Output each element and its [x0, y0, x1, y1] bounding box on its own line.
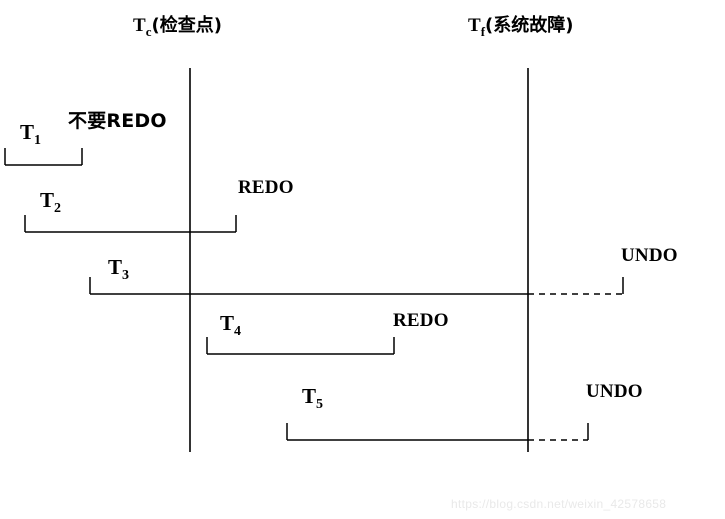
axis-base-letter: T — [468, 15, 481, 36]
action-label-t2-redo: REDO — [238, 177, 294, 198]
transaction-subscript: 1 — [34, 133, 42, 149]
transaction-label-t3: T3 — [108, 257, 129, 283]
transaction-subscript: 5 — [316, 397, 324, 413]
transaction-subscript: 4 — [234, 324, 242, 340]
watermark: https://blog.csdn.net/weixin_42578658 — [451, 497, 667, 511]
transaction-label-t1: T1 — [20, 122, 41, 148]
action-label-t1-no-redo: 不要REDO — [68, 110, 167, 132]
transaction-base-letter: T — [40, 188, 55, 212]
axis-base-letter: T — [133, 15, 146, 36]
action-label-t3-undo: UNDO — [621, 245, 678, 266]
transaction-subscript: 2 — [54, 201, 62, 217]
axis-title-checkpoint: Tc(检查点) — [133, 16, 222, 38]
transaction-label-t4: T4 — [220, 313, 241, 339]
transaction-base-letter: T — [220, 311, 235, 335]
transaction-label-t5: T5 — [302, 386, 323, 412]
axis-title-failure: Tf(系统故障) — [468, 16, 573, 38]
axis-subscript: c — [145, 23, 152, 39]
transaction-base-letter: T — [20, 120, 35, 144]
transaction-subscript: 3 — [122, 268, 130, 284]
action-label-t5-undo: UNDO — [586, 381, 643, 402]
transaction-base-letter: T — [302, 384, 317, 408]
axis-paren-text: (检查点) — [151, 15, 222, 36]
axis-paren-text: (系统故障) — [485, 15, 574, 36]
action-label-t4-redo: REDO — [393, 310, 449, 331]
transaction-base-letter: T — [108, 255, 123, 279]
transaction-label-t2: T2 — [40, 190, 61, 216]
axis-subscript: f — [480, 23, 486, 39]
